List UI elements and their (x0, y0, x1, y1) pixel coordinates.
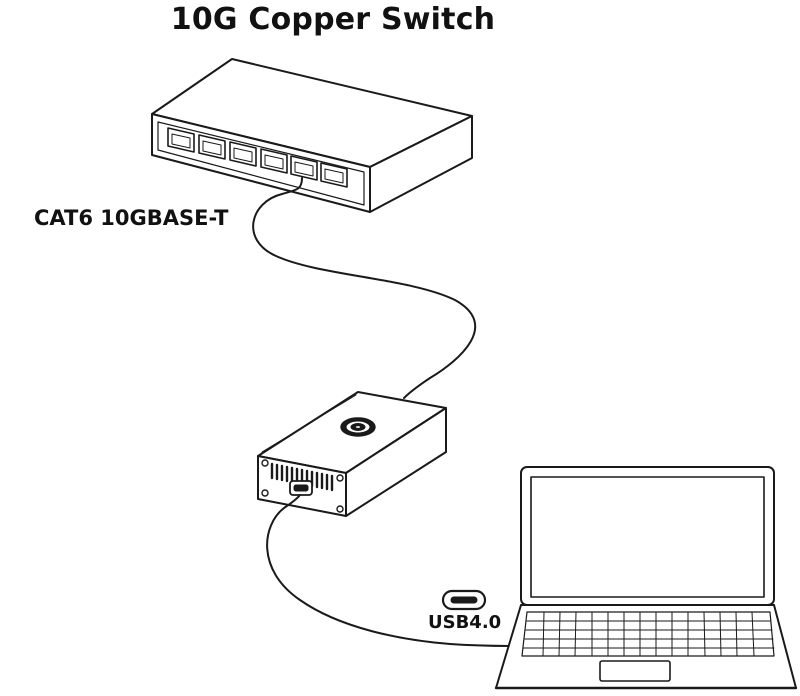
laptop-icon (494, 466, 798, 690)
cooling-fan-icon (340, 417, 376, 437)
usb-cable-icon (266, 494, 515, 647)
ethernet-cable-label: CAT6 10GBASE-T (34, 206, 229, 230)
usb-c-port-icon (289, 480, 313, 496)
usb-cable-label: USB4.0 (428, 612, 502, 633)
usb-c-connector-icon (441, 589, 487, 611)
adapter-enclosure-icon (257, 391, 447, 517)
ethernet-port-icon (167, 127, 348, 188)
diagram-title: 10G Copper Switch (170, 2, 496, 37)
ethernet-cable-icon (252, 177, 477, 399)
network-switch-icon (151, 58, 473, 213)
